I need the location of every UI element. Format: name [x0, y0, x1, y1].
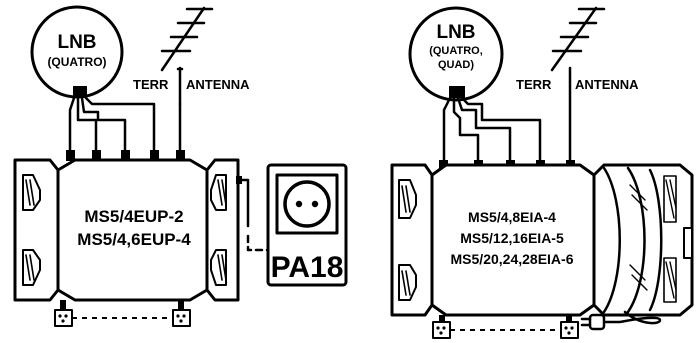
- right-multiswitch: MS5/4,8EIA-4 MS5/12,16EIA-5 MS5/20,24,28…: [390, 163, 694, 317]
- left-terr-antenna: [160, 6, 214, 152]
- right-lnb-subtitle-1: (QUATRO,: [429, 45, 483, 57]
- left-model-line1: MS5/4EUP-2: [84, 207, 183, 226]
- left-multiswitch: MS5/4EUP-2 MS5/4,6EUP-4: [13, 158, 240, 302]
- right-model-line3: MS5/20,24,28EIA-6: [451, 251, 574, 267]
- left-outputs: [60, 300, 184, 310]
- right-lnb-title: LNB: [436, 22, 475, 43]
- left-inputs: [66, 150, 185, 161]
- right-output-sockets: [432, 321, 579, 339]
- right-lnb: LNB (QUATRO, QUAD): [408, 6, 504, 102]
- right-model-line2: MS5/12,16EIA-5: [460, 230, 564, 246]
- right-mains-plug: [580, 310, 662, 331]
- right-outputs: [439, 315, 572, 323]
- left-lnb-subtitle: (QUATRO): [47, 55, 106, 69]
- right-diagram: LNB (QUATRO, QUAD) TERR ANTENNA: [390, 6, 694, 339]
- right-terr-antenna: [550, 6, 606, 162]
- left-psu-label: PA18: [271, 251, 344, 284]
- left-lnb-cables: [68, 96, 156, 152]
- left-lnb-head: [73, 86, 87, 98]
- right-antenna-label: ANTENNA: [575, 77, 639, 92]
- left-output-sockets: [54, 309, 191, 327]
- left-antenna-label: ANTENNA: [186, 77, 250, 92]
- left-lnb: LNB (QUATRO): [30, 5, 124, 99]
- left-power-cable: [236, 176, 270, 252]
- right-model-line1: MS5/4,8EIA-4: [468, 209, 556, 225]
- left-terr-label: TERR: [133, 77, 169, 92]
- left-model-line2: MS5/4,6EUP-4: [77, 230, 191, 249]
- right-terr-label: TERR: [516, 77, 552, 92]
- power-plug-icon: [588, 313, 606, 331]
- right-lnb-subtitle-2: QUAD): [438, 59, 474, 71]
- left-psu-pa18: PA18: [266, 163, 348, 287]
- left-diagram: LNB (QUATRO) TERR ANTENNA: [13, 5, 348, 327]
- left-lnb-title: LNB: [57, 32, 96, 53]
- psu-socket-icon: [283, 180, 331, 228]
- right-lnb-cables: [442, 96, 542, 162]
